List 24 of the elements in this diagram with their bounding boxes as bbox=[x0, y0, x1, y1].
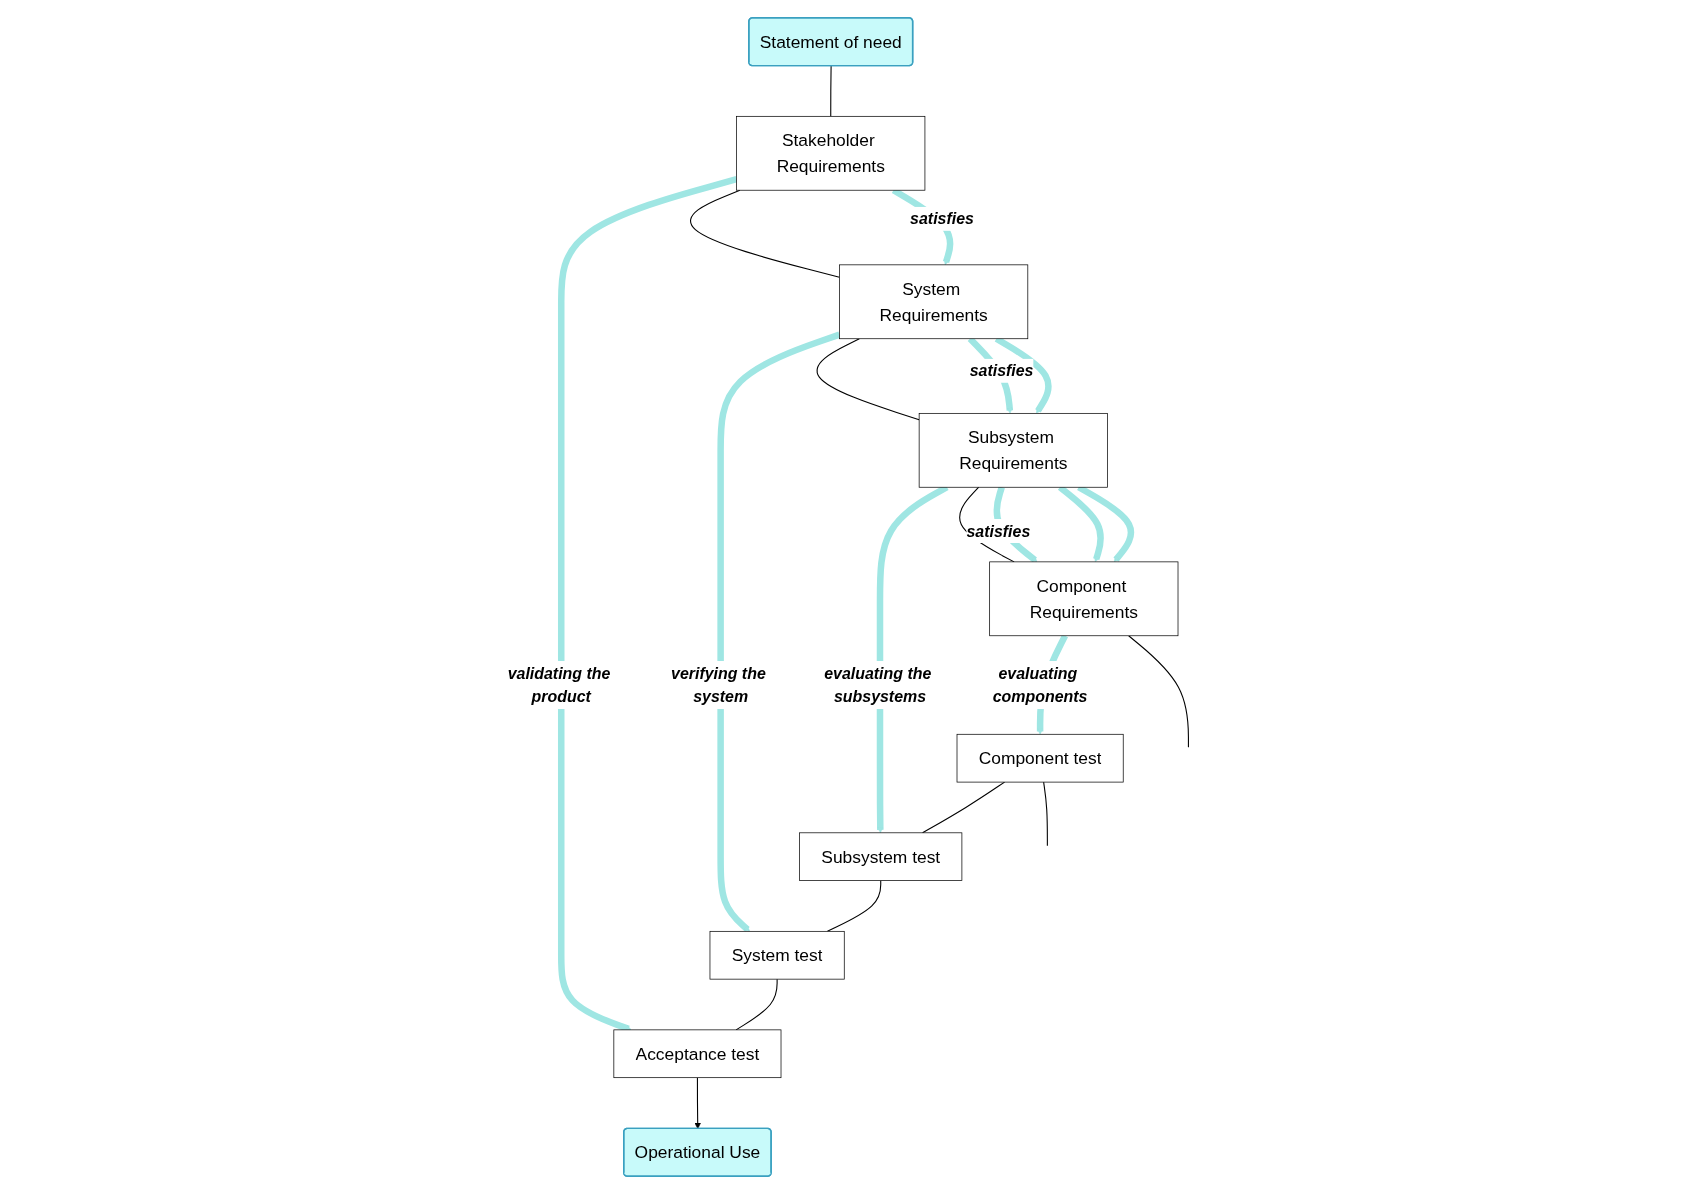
edge-label: satisfies bbox=[966, 521, 1031, 540]
edge-label: satisfies bbox=[910, 209, 974, 228]
connector bbox=[735, 978, 778, 1030]
node-box: System test bbox=[709, 930, 845, 979]
node-box: Acceptance test bbox=[613, 1029, 782, 1078]
connector bbox=[830, 64, 832, 117]
edge-label: verifying the system bbox=[671, 663, 766, 706]
edge-label: evaluating the subsystems bbox=[824, 663, 932, 706]
node-box: Component Requirements bbox=[989, 561, 1179, 636]
node-box: Subsystem Requirements bbox=[918, 412, 1108, 488]
arrow bbox=[717, 331, 841, 932]
edge-label: validating the product bbox=[507, 663, 611, 706]
arrow bbox=[694, 1076, 701, 1129]
node-box: Stakeholder Requirements bbox=[736, 115, 926, 191]
connector bbox=[816, 337, 920, 420]
node-box: Subsystem test bbox=[799, 831, 963, 881]
connector bbox=[922, 781, 1006, 833]
connector bbox=[1128, 634, 1189, 748]
connector bbox=[1043, 781, 1048, 846]
edge-label: evaluating components bbox=[992, 663, 1088, 706]
node-box: System Requirements bbox=[839, 263, 1029, 339]
connector bbox=[690, 189, 840, 278]
node-box: Component test bbox=[956, 733, 1124, 782]
edge-label: satisfies bbox=[969, 361, 1034, 380]
